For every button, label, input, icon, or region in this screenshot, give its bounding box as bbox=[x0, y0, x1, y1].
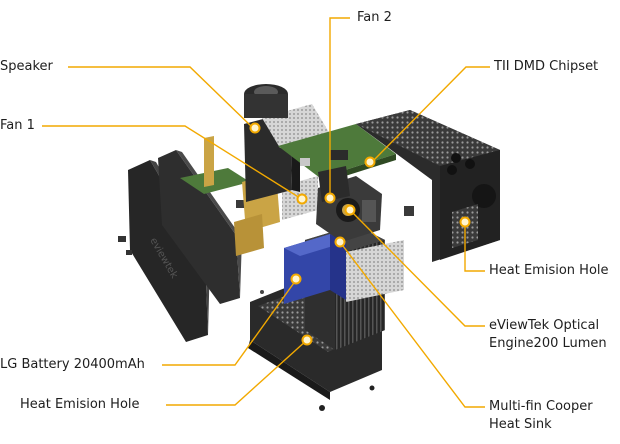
leader-markers bbox=[249, 122, 471, 346]
leader-battery bbox=[162, 279, 297, 366]
leader-optical bbox=[349, 209, 485, 327]
left-side-panel-outer: eviewtek bbox=[128, 160, 210, 342]
label-optical-engine-line1: eViewTek Optical bbox=[489, 318, 600, 333]
battery-pack bbox=[284, 234, 346, 304]
left-side-panel-inner bbox=[158, 150, 242, 304]
label-dmd-chipset: TII DMD Chipset bbox=[494, 59, 599, 74]
label-battery: LG Battery 20400mAh bbox=[0, 357, 145, 372]
label-optical-engine-line2: Engine200 Lumen bbox=[489, 336, 607, 351]
leader-sink bbox=[339, 241, 485, 408]
leader-heat-left bbox=[166, 339, 308, 406]
fan2-frame bbox=[318, 166, 350, 202]
label-heat-sink-line2: Heat Sink bbox=[489, 417, 552, 432]
left-pcb bbox=[180, 136, 250, 194]
leader-lines bbox=[42, 17, 490, 408]
leader-fan1 bbox=[42, 125, 301, 199]
gold-connector bbox=[234, 214, 264, 256]
leader-speaker bbox=[68, 66, 254, 129]
leader-heat-right bbox=[464, 222, 485, 272]
label-fan2: Fan 2 bbox=[357, 10, 392, 25]
label-heat-emision-hole-right: Heat Emision Hole bbox=[489, 263, 609, 278]
screw-parts bbox=[118, 200, 414, 411]
label-heat-sink-line1: Multi-fin Cooper bbox=[489, 399, 593, 414]
label-fan1: Fan 1 bbox=[0, 118, 35, 133]
leader-fan2 bbox=[329, 17, 350, 195]
label-heat-emision-hole-left: Heat Emision Hole bbox=[20, 397, 140, 412]
leader-dmd bbox=[371, 66, 490, 163]
label-speaker: Speaker bbox=[0, 59, 53, 74]
side-fan-grille bbox=[346, 240, 404, 302]
